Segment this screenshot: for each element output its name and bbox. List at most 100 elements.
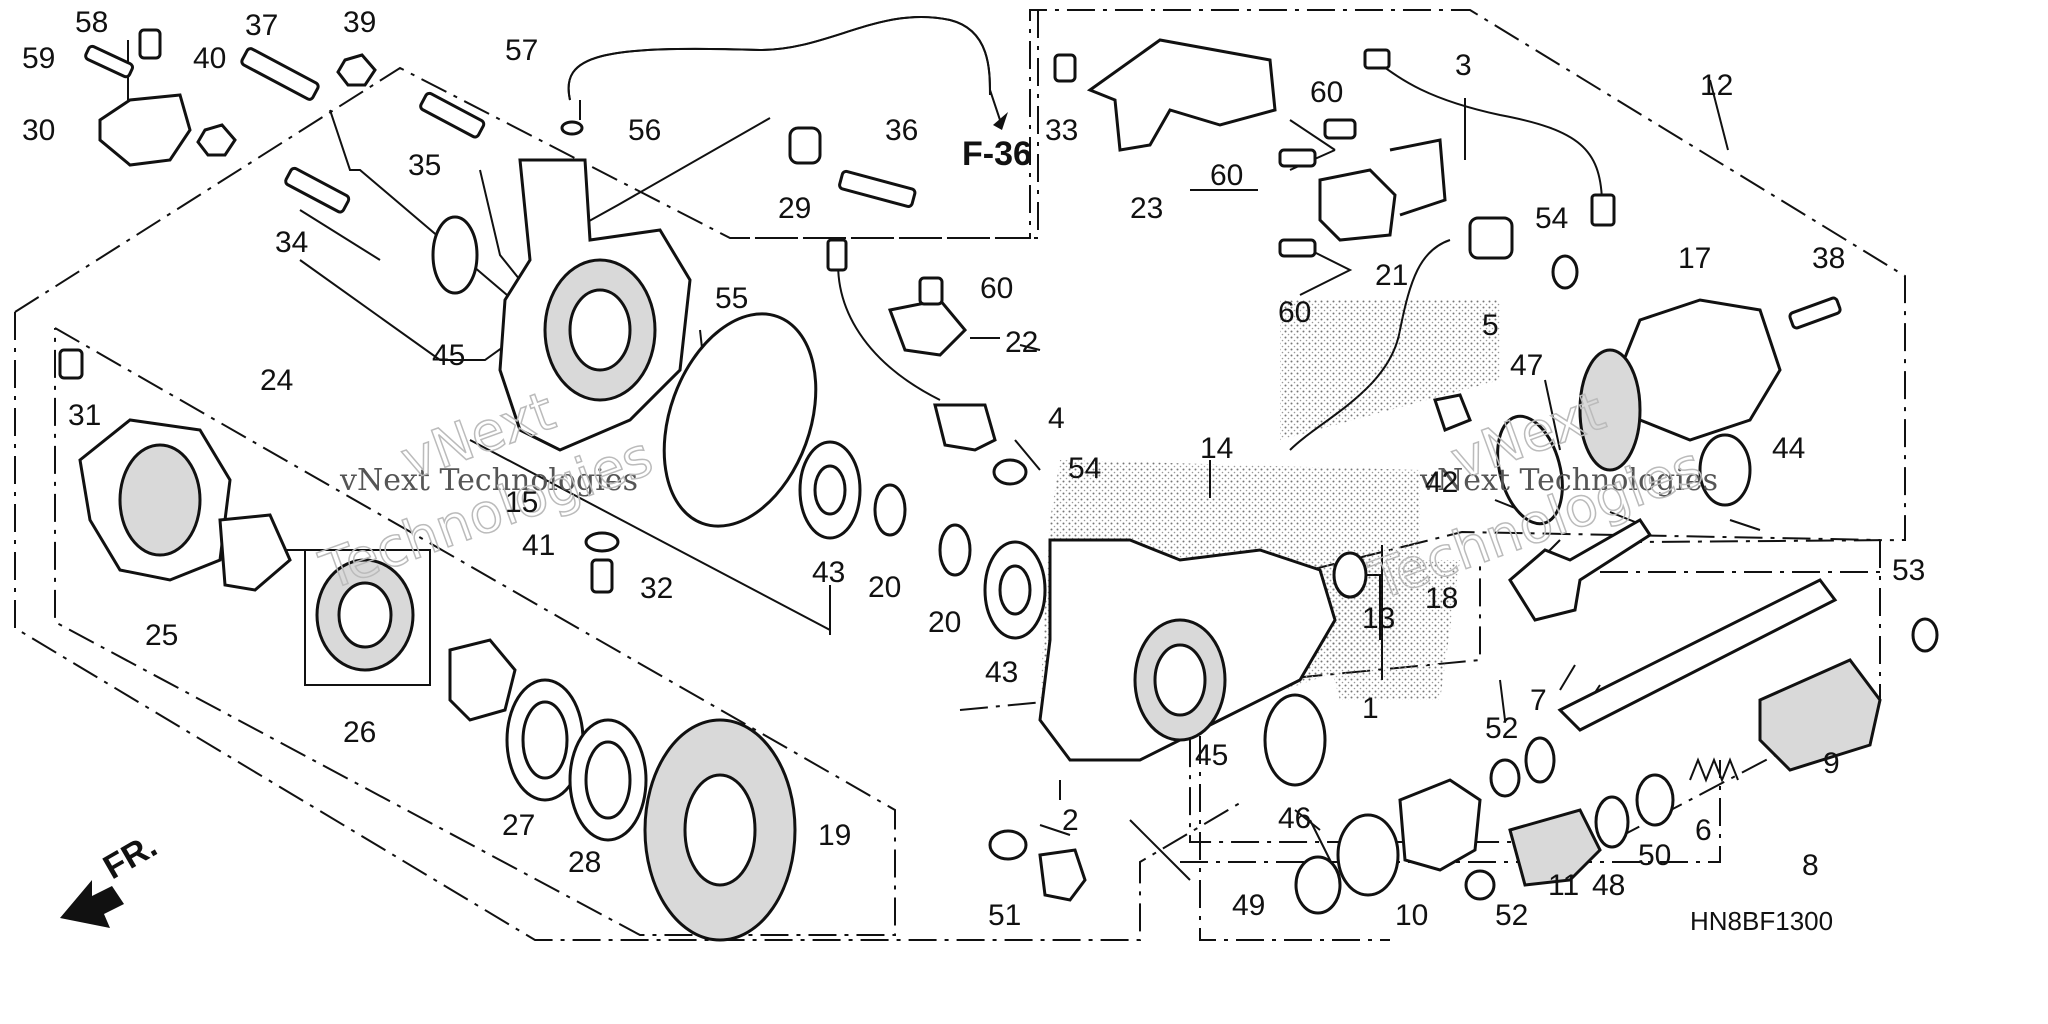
collar-29 [788, 126, 822, 165]
parts [58, 15, 1939, 942]
bracket-30 [98, 93, 192, 167]
part-label: 40 [193, 42, 226, 75]
actuator-17 [1618, 298, 1782, 442]
bolt-36 [838, 169, 917, 208]
seal-20-a [873, 483, 907, 537]
bolt-35 [419, 91, 486, 139]
bolt-60-b [1278, 148, 1317, 168]
part-label: 51 [988, 899, 1021, 932]
bolt-60-d [918, 276, 944, 306]
part-label: 21 [1375, 259, 1408, 292]
part-label: 11 [1548, 869, 1579, 902]
ring-52-a [1489, 758, 1521, 798]
f36-arrow [989, 89, 1001, 121]
seal-45-bottom [1263, 693, 1327, 787]
part-label: 60 [1278, 296, 1311, 329]
sleeve-9 [1758, 658, 1882, 772]
bolt-60-a [1323, 118, 1357, 140]
part-label: 43 [985, 656, 1018, 689]
washer-54-top [1551, 254, 1579, 290]
part-label: 25 [145, 619, 178, 652]
part-label: 7 [1530, 684, 1547, 717]
part-label: 20 [928, 606, 961, 639]
part-label: 45 [1195, 739, 1228, 772]
sensor-5-cable [1289, 239, 1451, 451]
bracket-22 [887, 298, 968, 357]
ring-7 [1524, 736, 1556, 784]
bolt-34 [284, 166, 351, 214]
seal-20-b [938, 523, 972, 577]
side-gear [448, 638, 517, 722]
part-50 [1635, 773, 1675, 827]
part-label: 15 [505, 486, 538, 519]
part-13 [1332, 551, 1368, 599]
boot-10 [1398, 778, 1482, 872]
spring-6 [1689, 757, 1739, 783]
part-label: 44 [1772, 432, 1805, 465]
part-label: 31 [68, 399, 101, 432]
part-label: 59 [22, 42, 55, 75]
part-label: 27 [502, 809, 535, 842]
bolt-38 [1788, 296, 1842, 330]
part-24-cone [218, 513, 292, 592]
bolt-33 [1053, 53, 1077, 83]
part-label: 38 [1812, 242, 1845, 275]
bolt-59 [84, 44, 134, 79]
part-label: 12 [1700, 69, 1733, 102]
part-label: 60 [980, 272, 1013, 305]
part-label: 34 [275, 226, 308, 259]
clip-56 [560, 120, 584, 136]
part-label: 20 [868, 571, 901, 604]
part-label: 35 [408, 149, 441, 182]
nut-40 [196, 123, 237, 157]
part-label: 6 [1695, 814, 1712, 847]
washer-54-mid [992, 458, 1028, 486]
shaft [1557, 578, 1838, 732]
part-label: 18 [1425, 582, 1458, 615]
o-ring-46 [1336, 813, 1400, 897]
part-label: 58 [75, 6, 108, 39]
o-ring-47 [1496, 414, 1564, 526]
part-label: 32 [640, 572, 673, 605]
pinion-18 [1508, 518, 1653, 622]
bolt-32 [590, 558, 614, 594]
part-label: 24 [260, 364, 293, 397]
washer-51 [988, 829, 1028, 861]
plug-2 [1038, 848, 1087, 902]
part-label: 50 [1638, 839, 1671, 872]
bearing-44 [1698, 433, 1752, 507]
part-label: 47 [1510, 349, 1543, 382]
part-label: 37 [245, 9, 278, 42]
front-arrow-icon [60, 880, 124, 928]
part-label: 28 [568, 846, 601, 879]
part-label: 4 [1048, 402, 1065, 435]
part-label: 8 [1802, 849, 1819, 882]
clip-42 [1433, 393, 1472, 432]
sensor-4 [933, 403, 997, 452]
part-label: 52 [1485, 712, 1518, 745]
bolt-31 [58, 348, 84, 380]
part-label: 39 [343, 6, 376, 39]
o-ring-55 [662, 312, 818, 528]
part-label: 5 [1482, 309, 1499, 342]
part-label: 29 [778, 192, 811, 225]
part-label: 2 [1062, 804, 1079, 837]
direction-label: FR. [97, 827, 163, 887]
watermark-text: vNext Technologies [1419, 463, 1718, 498]
watermark-text: vNext Technologies [339, 463, 638, 498]
washer-53 [1911, 617, 1939, 653]
part-label: 9 [1823, 747, 1840, 780]
harness-3 [1374, 59, 1603, 201]
part-label: 60 [1310, 76, 1343, 109]
part-label: 54 [1068, 452, 1101, 485]
part-label: 3 [1455, 49, 1472, 82]
part-label: 48 [1592, 869, 1625, 902]
sensor-5 [1468, 216, 1514, 260]
part-label: 60 [1210, 159, 1243, 192]
part-label: 22 [1005, 326, 1038, 359]
part-label: 1 [1362, 692, 1379, 725]
part-label: 19 [818, 819, 851, 852]
part-label: 41 [522, 529, 555, 562]
part-label: 17 [1678, 242, 1711, 275]
